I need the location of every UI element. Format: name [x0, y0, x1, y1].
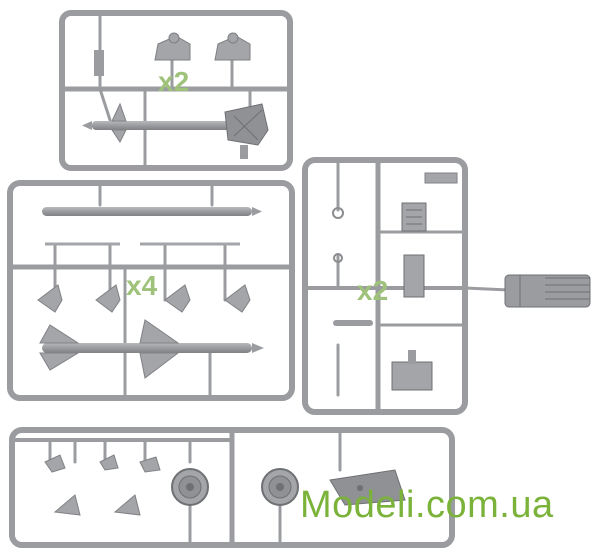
top-sprue-parts: [82, 32, 269, 159]
gun-pod: [504, 274, 591, 308]
fin-part: [37, 284, 63, 313]
door-part: [329, 469, 406, 506]
left-sprue-frame: [7, 180, 295, 401]
missile-body: [42, 207, 252, 216]
missile-fin: [39, 324, 80, 344]
fin-part: [95, 284, 121, 313]
fin-part: [164, 284, 191, 313]
left-sprue-count-label: x4: [126, 270, 158, 301]
left-sprue-parts: [37, 207, 264, 379]
top-sprue-count-label: x2: [158, 66, 190, 97]
bottom-sprue: [9, 427, 455, 548]
missile-fin: [111, 102, 127, 122]
fin-part: [224, 284, 251, 313]
right-sprue: [302, 157, 512, 415]
bottom-sprue-parts: [44, 454, 406, 516]
missile-fin: [139, 319, 180, 344]
watermark: Modeli.com.ua: [300, 484, 554, 526]
fin-part: [214, 35, 251, 61]
fin-part: [53, 494, 81, 516]
right-sprue-count-label: x2: [357, 275, 389, 306]
missile-body: [42, 343, 252, 353]
missile-body: [92, 121, 242, 130]
right-sprue-parts: [332, 172, 591, 391]
pylon-part: [403, 254, 425, 298]
fin-part: [113, 494, 141, 516]
mount-part: [391, 361, 433, 391]
fin-part: [154, 35, 191, 61]
